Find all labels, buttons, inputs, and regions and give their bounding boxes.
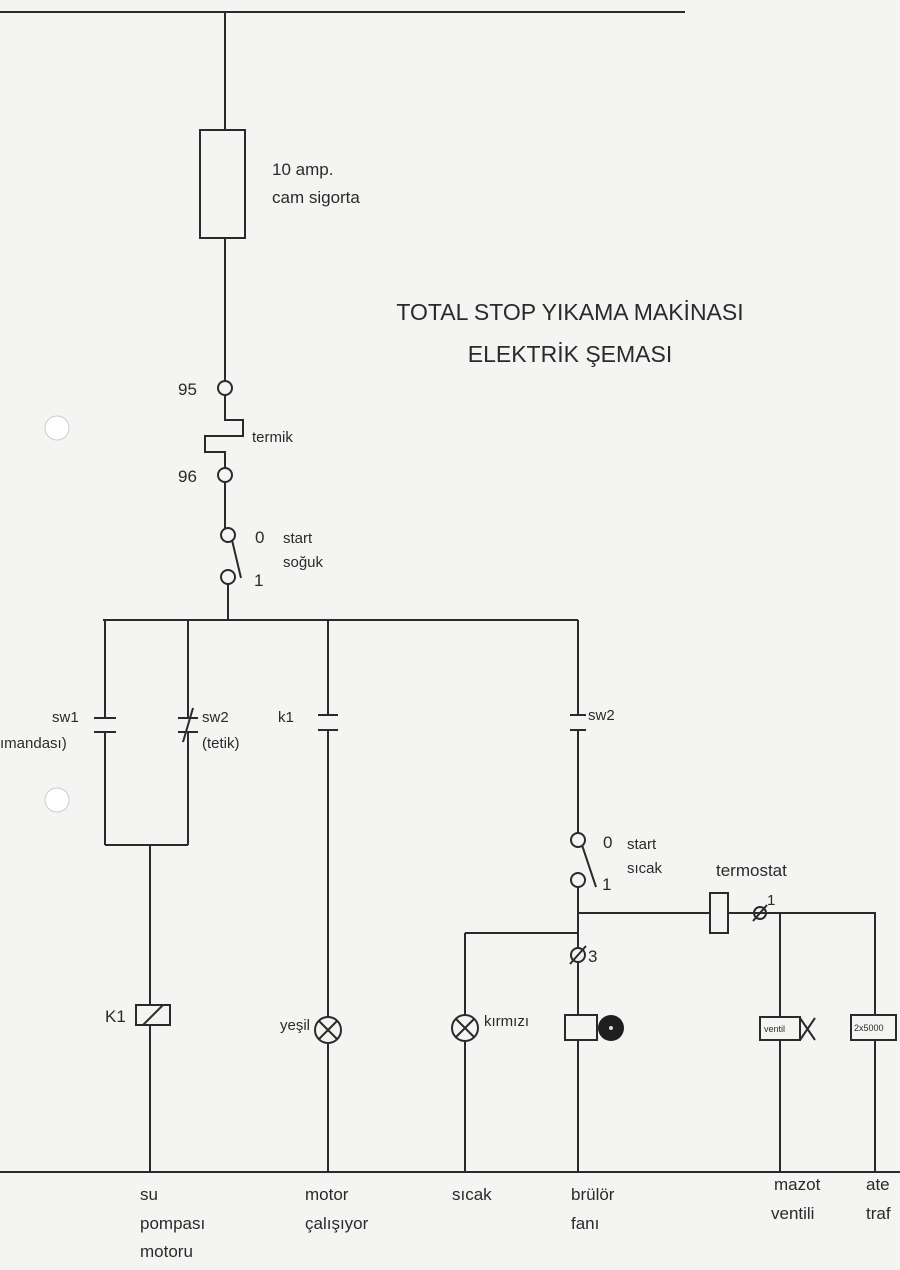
burner-fan-motor xyxy=(564,1014,598,1041)
label-line: mazot xyxy=(774,1175,821,1194)
label-motor-running: motor çalışıyor xyxy=(305,1185,369,1233)
terminal-3 xyxy=(569,945,587,965)
label-line: su xyxy=(140,1185,158,1204)
fuse xyxy=(199,129,246,239)
label-line: sıcak xyxy=(452,1185,492,1204)
label-line: pompası xyxy=(140,1214,205,1233)
thermostat-terminal-label: 1 xyxy=(767,892,775,909)
sw2-desc: (tetik) xyxy=(202,735,240,752)
transformer-label: 2x5000 xyxy=(854,1023,884,1033)
title: TOTAL STOP YIKAMA MAKİNASI xyxy=(396,299,743,325)
punch-hole xyxy=(44,787,70,813)
label-diesel-valve: mazot ventili xyxy=(771,1175,821,1223)
fuse-label: cam sigorta xyxy=(272,188,360,207)
label-line: motoru xyxy=(140,1242,193,1261)
label-ignition-transformer: ate traf xyxy=(866,1175,891,1223)
label-line: traf xyxy=(866,1204,891,1223)
fuse-label: 10 amp. xyxy=(272,160,333,179)
valve-label: ventil xyxy=(764,1024,785,1034)
switch-label: soğuk xyxy=(283,554,324,571)
k1-coil xyxy=(135,1004,171,1026)
switch-terminal-0 xyxy=(220,527,236,543)
label-line: ventili xyxy=(771,1204,814,1223)
terminal-3-label: 3 xyxy=(588,947,597,966)
switch-label: sıcak xyxy=(627,860,663,877)
valve-x-icon xyxy=(799,1017,816,1041)
switch-terminal-0 xyxy=(570,832,586,848)
sw2-nc-contact xyxy=(178,620,198,845)
red-lamp xyxy=(451,1014,479,1042)
cold-start-switch xyxy=(231,539,242,579)
k1-label: k1 xyxy=(278,709,294,726)
sw2-label: sw2 xyxy=(202,709,229,726)
title: ELEKTRİK ŞEMASI xyxy=(468,341,673,367)
sw1-desc: ımandası) xyxy=(0,735,67,752)
k1-contact xyxy=(318,620,338,1172)
label-line: brülör xyxy=(571,1185,615,1204)
sw2-right-label: sw2 xyxy=(588,707,615,724)
switch-pos-0: 0 xyxy=(603,833,612,852)
sw1-label: sw1 xyxy=(52,709,79,726)
terminal-96-label: 96 xyxy=(178,467,197,486)
red-lamp-label: kırmızı xyxy=(484,1013,529,1030)
thermostat xyxy=(709,892,729,934)
hot-start-switch xyxy=(581,844,597,888)
wire xyxy=(105,844,188,1172)
green-lamp xyxy=(314,1016,342,1044)
label-line: motor xyxy=(305,1185,349,1204)
green-lamp-label: yeşil xyxy=(280,1017,310,1034)
thermal-label: termik xyxy=(252,429,293,446)
switch-label: start xyxy=(627,836,657,853)
label-line: fanı xyxy=(571,1214,599,1233)
label-line: ate xyxy=(866,1175,890,1194)
valve-box xyxy=(759,1016,801,1041)
wire xyxy=(464,887,876,1172)
label-water-pump: su pompası motoru xyxy=(140,1185,205,1261)
fan-hub xyxy=(609,1026,613,1030)
coil-label: K1 xyxy=(105,1007,126,1026)
sw2-contact xyxy=(570,620,586,833)
switch-pos-0: 0 xyxy=(255,528,264,547)
switch-pos-1: 1 xyxy=(602,875,611,894)
punch-hole xyxy=(44,415,70,441)
transformer-box xyxy=(850,1014,897,1041)
label-line: çalışıyor xyxy=(305,1214,369,1233)
terminal-95-label: 95 xyxy=(178,380,197,399)
thermostat-terminal xyxy=(752,904,768,922)
thermal-relay xyxy=(204,395,244,468)
coil-slash xyxy=(142,1004,164,1026)
label-hot: sıcak xyxy=(452,1185,492,1204)
sw1-contact xyxy=(94,620,116,845)
switch-label: start xyxy=(283,530,313,547)
thermostat-label: termostat xyxy=(716,861,787,880)
label-burner-fan: brülör fanı xyxy=(571,1185,615,1233)
switch-pos-1: 1 xyxy=(254,571,263,590)
